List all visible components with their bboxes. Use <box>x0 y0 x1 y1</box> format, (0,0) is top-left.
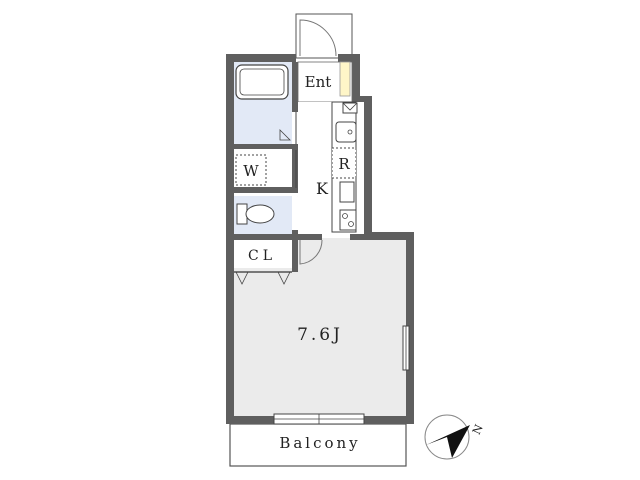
wall <box>234 187 298 193</box>
wall <box>298 234 322 240</box>
envelope-icon <box>342 102 358 111</box>
wall <box>364 232 414 240</box>
kitchen-label: K <box>316 179 329 198</box>
wall <box>292 62 298 112</box>
stove-top <box>339 181 355 203</box>
wall <box>226 234 298 240</box>
burner <box>348 221 354 227</box>
entrance-porch <box>295 13 353 59</box>
compass-arrow-icon <box>426 425 470 458</box>
kitchen-sink <box>335 121 357 143</box>
closet-area <box>234 240 292 268</box>
entrance-label: Ent <box>305 73 332 91</box>
wall <box>364 96 372 238</box>
wall <box>406 232 414 424</box>
toilet-bowl <box>245 204 275 224</box>
wall <box>234 144 298 149</box>
closet-door-mark <box>235 271 249 285</box>
wall <box>338 54 352 62</box>
balcony-area <box>229 423 407 467</box>
closet-label: CL <box>248 248 276 264</box>
compass-label: N <box>470 422 486 437</box>
burner <box>342 213 348 219</box>
wall <box>292 238 298 272</box>
closet-door-mark <box>277 271 291 285</box>
refrigerator-label: R <box>338 155 350 173</box>
shoe-cabinet <box>339 61 351 97</box>
shelf-mark <box>279 129 291 141</box>
wall <box>292 149 298 189</box>
washer-label: W <box>243 162 259 180</box>
bathtub <box>235 64 289 100</box>
cooktop <box>339 209 357 231</box>
mailbox <box>342 102 358 114</box>
room-size-label: 7.6J <box>297 325 343 345</box>
room-door-swing <box>299 239 323 265</box>
washer-space <box>235 154 267 186</box>
compass: N <box>424 414 486 460</box>
sink-drain <box>347 129 353 135</box>
wall <box>352 96 372 102</box>
wall <box>350 234 370 240</box>
balcony-label: Balcony <box>279 434 360 452</box>
wall <box>226 54 296 62</box>
entrance-door-swing <box>299 19 337 57</box>
bathtub-inner <box>239 68 285 96</box>
wall <box>352 54 360 98</box>
refrigerator-space <box>331 147 357 179</box>
